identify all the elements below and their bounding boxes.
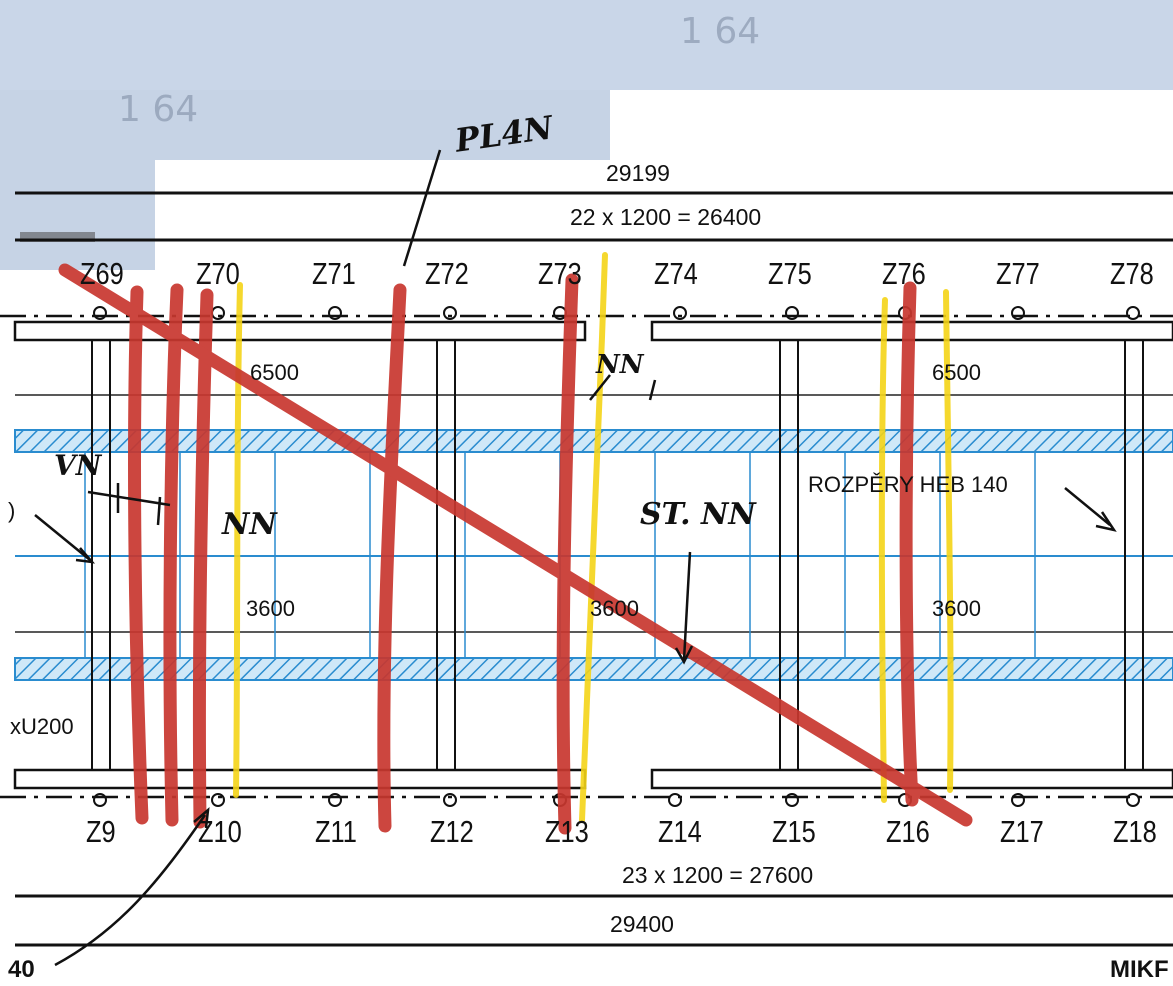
- bottom-column-label: Z9: [86, 814, 116, 849]
- top-grid-dimension: 22 x 1200 = 26400: [570, 204, 762, 230]
- top-column-label: Z73: [538, 256, 582, 291]
- span-dimension: 6500: [932, 360, 981, 385]
- bottom-column-label: Z10: [198, 814, 242, 849]
- bottom-column-label: Z15: [772, 814, 816, 849]
- background-scale-top: 1 64: [680, 11, 761, 52]
- top-dimension-lines: [15, 191, 1173, 242]
- bottom-grid-dimension: 23 x 1200 = 27600: [622, 862, 814, 888]
- bottom-column-label: Z11: [315, 814, 357, 849]
- top-column-label: Z74: [654, 256, 698, 291]
- bracing-note: ROZPĚRY HEB 140: [808, 472, 1008, 497]
- top-column-label: Z76: [882, 256, 926, 291]
- bottom-column-label: Z13: [545, 814, 589, 849]
- span-dimension: 3600: [246, 596, 295, 621]
- bottom-column-label: Z14: [658, 814, 702, 849]
- column-posts: [91, 339, 1144, 771]
- left-cut-text: ): [8, 498, 16, 523]
- top-overall-dimension: 29199: [606, 160, 670, 186]
- handwritten-nn-left: NN: [222, 507, 277, 542]
- bottom-column-label: Z18: [1113, 814, 1157, 849]
- span-dimension: 3600: [932, 596, 981, 621]
- background-scale-left: 1 64: [118, 89, 199, 130]
- top-column-label: Z71: [312, 256, 356, 291]
- bottom-column-label: Z17: [1000, 814, 1044, 849]
- top-column-label: Z72: [425, 256, 469, 291]
- top-column-label: Z70: [196, 256, 240, 291]
- top-column-label: Z77: [996, 256, 1040, 291]
- yellow-marker-strokes: [233, 252, 954, 823]
- red-marker-strokes: [58, 263, 973, 835]
- handwritten-vn: VN: [54, 449, 102, 482]
- bottom-column-label: Z12: [430, 814, 474, 849]
- bottom-left-code: 40: [8, 956, 35, 983]
- span-dimension: 6500: [250, 360, 299, 385]
- top-column-label: Z75: [768, 256, 812, 291]
- top-column-label: Z69: [80, 256, 124, 291]
- handwritten-nn-upper: NN: [596, 350, 644, 380]
- bottom-dimension-lines: [15, 894, 1173, 947]
- bottom-column-label: Z16: [886, 814, 930, 849]
- leader-lines: [34, 149, 1117, 967]
- bottom-overall-dimension: 29400: [610, 911, 674, 937]
- top-column-label: Z78: [1110, 256, 1154, 291]
- span-dimension: 3600: [590, 596, 639, 621]
- background-gray-area: [0, 0, 1173, 270]
- profile-note: xU200: [10, 714, 74, 739]
- bottom-right-code: MIKF: [1110, 956, 1169, 983]
- handwritten-st-nn: ST. NN: [640, 497, 756, 532]
